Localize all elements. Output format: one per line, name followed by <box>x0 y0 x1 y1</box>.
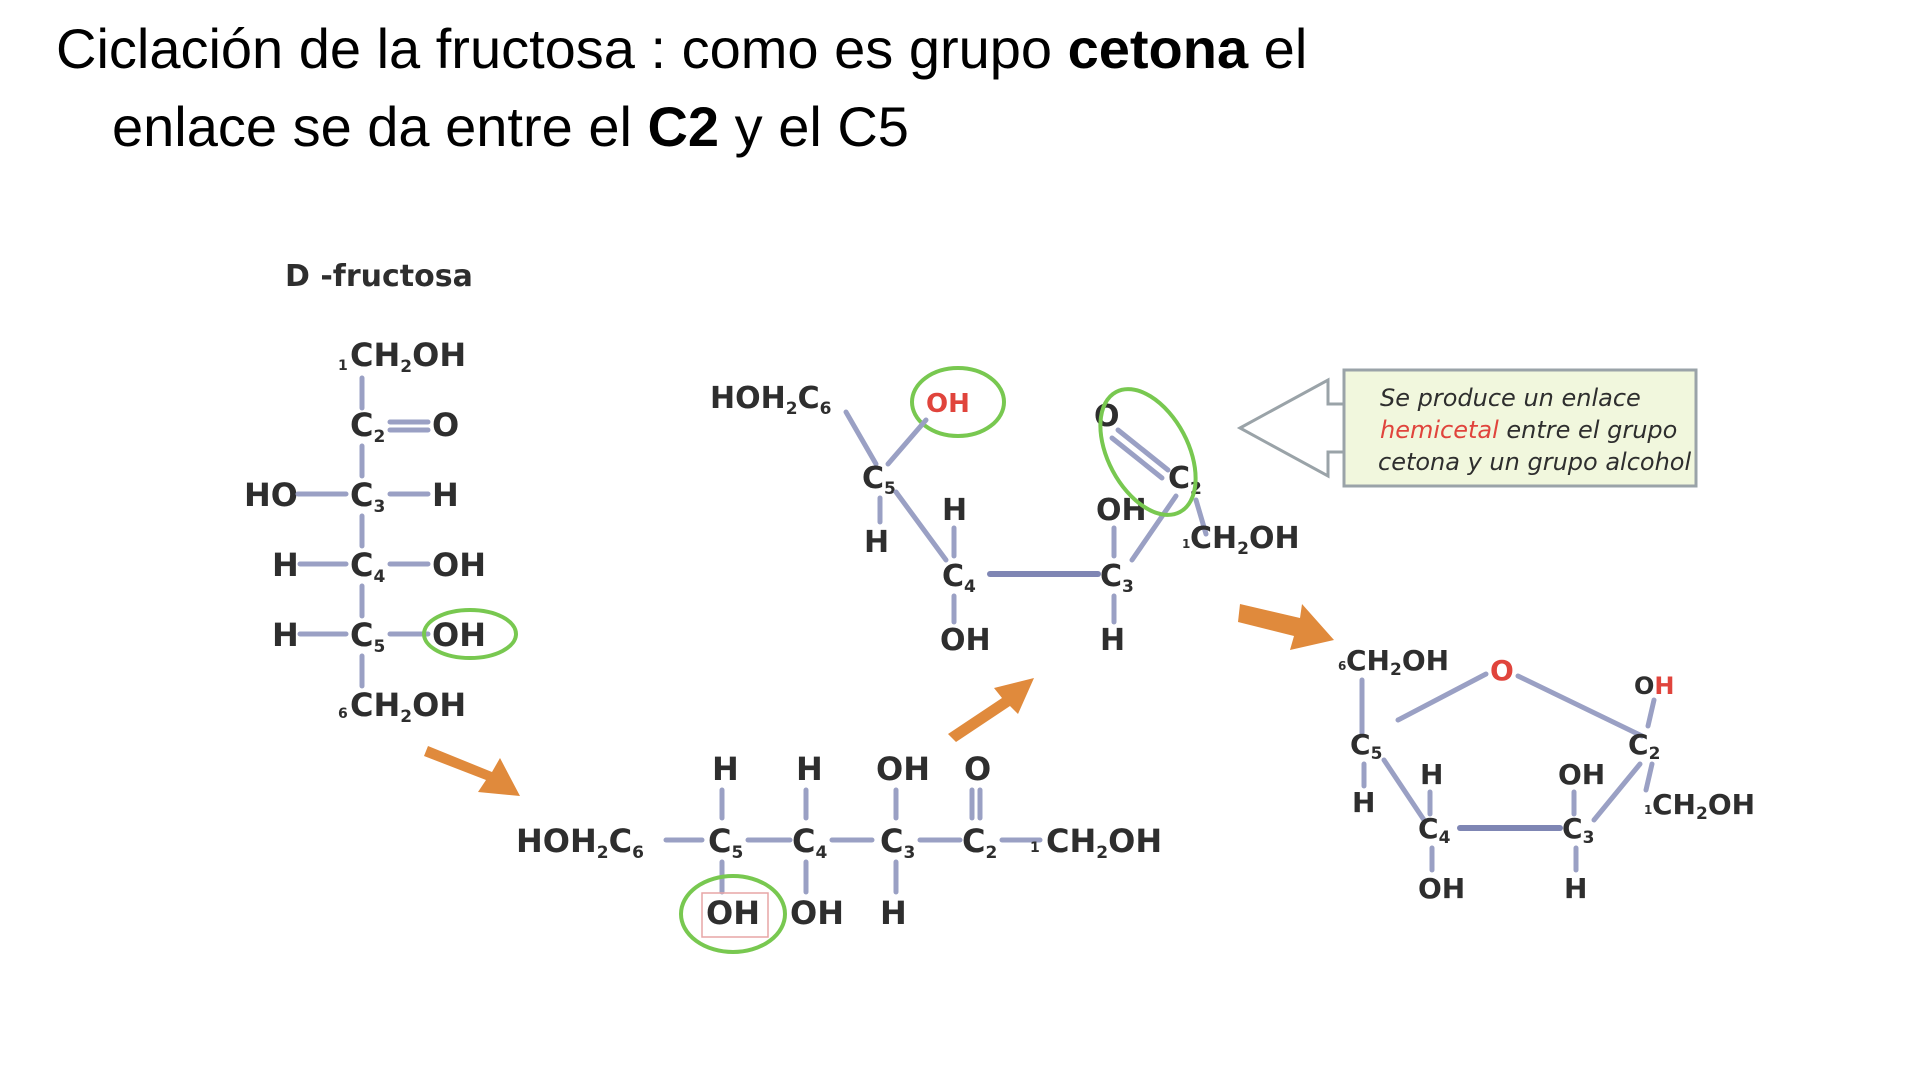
arrow-down-right-2 <box>1238 604 1334 650</box>
svg-text:1: 1 <box>1030 840 1040 856</box>
callout-line-3: cetona y un grupo alcohol <box>1378 448 1691 476</box>
callout-line-1: Se produce un enlace <box>1380 384 1641 412</box>
svg-text:HOH2C6: HOH2C6 <box>710 381 831 419</box>
svg-text:CH2OH: CH2OH <box>1190 521 1300 559</box>
fischer-projection: CH2OH 1 C2 O HO C3 H H C4 OH H C5 OH 6 C… <box>244 336 518 727</box>
svg-text:HO: HO <box>244 476 298 514</box>
svg-text:C4: C4 <box>942 559 976 597</box>
svg-text:C5: C5 <box>862 461 896 499</box>
linear-chain: H H OH O HOH2C6 C5 C4 C3 C2 1 CH2OH OH O… <box>516 750 1162 954</box>
svg-text:H: H <box>1564 872 1587 905</box>
svg-text:OH: OH <box>432 616 486 654</box>
svg-text:H: H <box>1100 623 1125 658</box>
svg-text:CH2OH: CH2OH <box>350 336 466 377</box>
svg-text:C4: C4 <box>350 546 385 587</box>
svg-text:H: H <box>942 493 967 528</box>
svg-text:C3: C3 <box>1100 559 1134 597</box>
svg-text:H: H <box>796 750 823 788</box>
svg-text:H: H <box>432 476 459 514</box>
callout-line-2: hemicetal entre el grupo <box>1380 416 1677 444</box>
diagram-heading: D -fructosa <box>285 259 473 294</box>
svg-text:CH2OH: CH2OH <box>1346 644 1449 680</box>
svg-text:H: H <box>1420 758 1443 791</box>
svg-text:C3: C3 <box>880 822 915 863</box>
svg-text:1: 1 <box>338 358 348 374</box>
svg-text:H: H <box>880 894 907 932</box>
svg-text:OH: OH <box>706 894 760 932</box>
svg-text:OH: OH <box>1096 493 1147 528</box>
svg-text:O: O <box>1490 654 1514 687</box>
svg-text:OH: OH <box>926 389 970 419</box>
svg-text:C3: C3 <box>1562 812 1594 848</box>
svg-text:C5: C5 <box>708 822 743 863</box>
slide-title: Ciclación de la fructosa : como es grupo… <box>56 10 1307 166</box>
svg-text:HOH2C6: HOH2C6 <box>516 822 644 863</box>
svg-text:C5: C5 <box>1350 728 1382 764</box>
ketone-highlight <box>1098 387 1198 517</box>
fructofuranose-ring: 6 CH2OH O C5 H H C4 OH OH C3 H C2 OH 1 C… <box>1338 644 1755 905</box>
svg-text:H: H <box>864 525 889 560</box>
svg-text:OH: OH <box>790 894 844 932</box>
svg-text:1: 1 <box>1182 537 1190 551</box>
arrow-down-right-1 <box>424 746 520 796</box>
hemiketal-callout: Se produce un enlace hemicetal entre el … <box>1236 368 1698 488</box>
c5-hydroxyl-highlight <box>422 608 518 660</box>
svg-text:OH: OH <box>1634 672 1675 700</box>
svg-text:H: H <box>712 750 739 788</box>
svg-text:H: H <box>272 616 299 654</box>
svg-text:C2: C2 <box>962 822 997 863</box>
c5-oh-linear-highlight <box>679 874 787 954</box>
svg-text:H: H <box>1352 786 1375 819</box>
folded-chain: HOH2C6 OH C5 H H C4 OH OH C3 H O C2 1 CH… <box>710 366 1300 658</box>
svg-text:H: H <box>272 546 299 584</box>
svg-text:OH: OH <box>940 623 991 658</box>
arrow-up-right <box>948 678 1034 742</box>
svg-text:C4: C4 <box>792 822 827 863</box>
title-line-1: Ciclación de la fructosa : como es grupo… <box>56 17 1308 80</box>
oh-highlight-folded <box>910 366 1006 438</box>
svg-text:O: O <box>432 406 459 444</box>
svg-text:OH: OH <box>876 750 930 788</box>
svg-text:OH: OH <box>1558 758 1605 791</box>
svg-text:CH2OH: CH2OH <box>1652 788 1755 824</box>
svg-text:6: 6 <box>338 706 348 722</box>
svg-text:C4: C4 <box>1418 812 1451 848</box>
svg-text:OH: OH <box>432 546 486 584</box>
svg-text:C2: C2 <box>1628 728 1660 764</box>
title-line-2: enlace se da entre el C2 y el C5 <box>112 95 909 158</box>
svg-text:CH2OH: CH2OH <box>350 686 466 727</box>
svg-text:O: O <box>1094 399 1120 434</box>
svg-text:CH2OH: CH2OH <box>1046 822 1162 863</box>
svg-text:C5: C5 <box>350 616 385 657</box>
svg-text:1: 1 <box>1644 803 1652 817</box>
svg-text:6: 6 <box>1338 659 1346 673</box>
svg-text:O: O <box>964 750 991 788</box>
svg-text:C3: C3 <box>350 476 385 517</box>
svg-text:C2: C2 <box>350 406 385 447</box>
svg-text:OH: OH <box>1418 872 1465 905</box>
